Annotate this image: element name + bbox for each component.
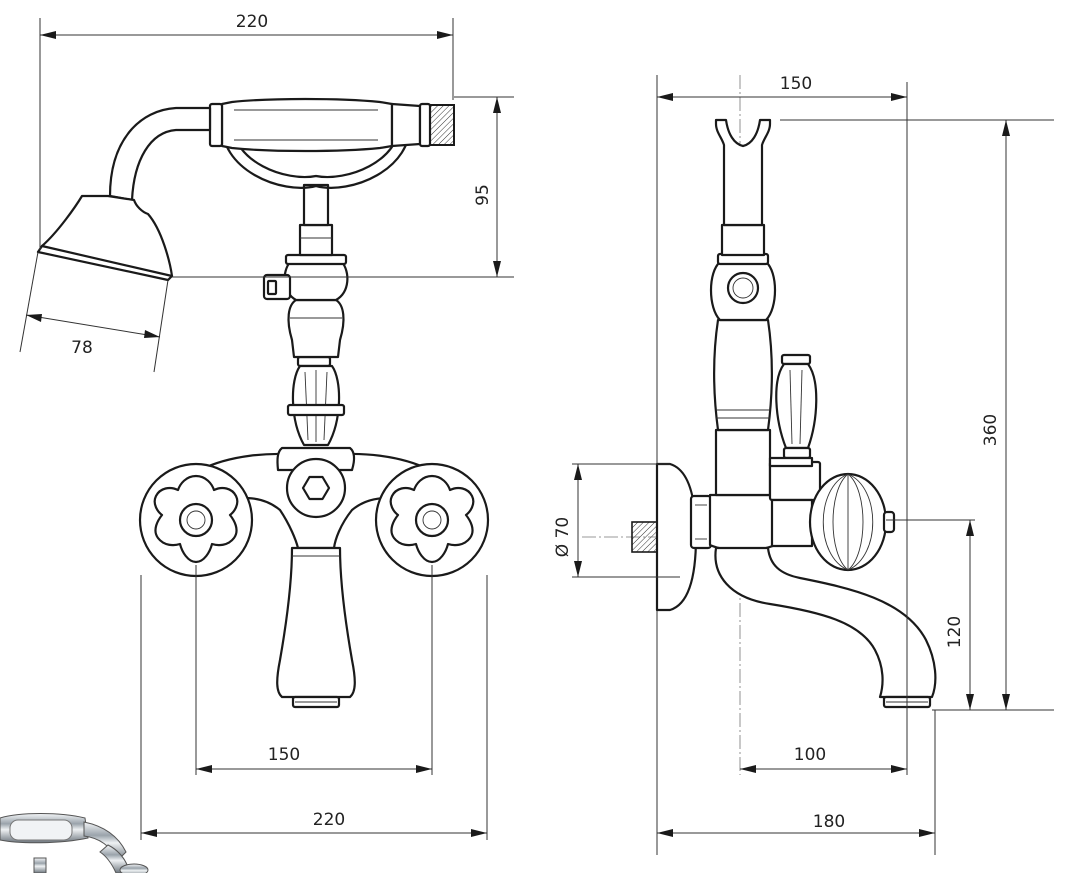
- dimension-front-top-220: 220: [39, 12, 454, 250]
- hand-shower: [36, 97, 455, 282]
- dim-total-height-label: 360: [981, 414, 1001, 446]
- dimension-side-120: 120: [886, 519, 975, 710]
- dimension-side-180: 180: [657, 710, 936, 855]
- diverter-lever: [286, 355, 346, 447]
- dim-total-depth-label: 180: [813, 812, 845, 832]
- dim-shower-head-width-label: 78: [71, 338, 93, 358]
- dimension-side-150: 150: [656, 74, 908, 775]
- shower-cradle: [220, 118, 412, 189]
- chrome-faucet-photo: [0, 813, 149, 873]
- dim-hand-shower-height-label: 95: [473, 184, 493, 206]
- center-nut: [285, 457, 347, 519]
- dimension-front-220-bottom: 220: [140, 575, 488, 840]
- dimension-side-70: Ø 70: [553, 463, 680, 578]
- dimension-side-360: 360: [780, 119, 1054, 711]
- side-spout: [714, 546, 937, 709]
- side-knob: [808, 472, 896, 572]
- front-view: 220 95 78 150: [19, 12, 514, 840]
- dim-spout-height-label: 120: [945, 616, 965, 648]
- dim-spout-reach-label: 100: [794, 745, 826, 765]
- dimension-front-95: 95: [172, 96, 514, 278]
- dimension-side-100: 100: [740, 745, 907, 773]
- dimension-front-150: 150: [195, 565, 433, 775]
- side-body: [708, 428, 822, 552]
- side-shower-holder: [714, 118, 772, 227]
- dim-holder-width-label: 150: [780, 74, 812, 94]
- dim-handle-spacing-label: 150: [268, 745, 300, 765]
- dimension-front-78: 78: [19, 251, 169, 373]
- right-handle: [374, 462, 490, 578]
- wall-escutcheon: [631, 462, 713, 612]
- dim-base-width-label: 220: [313, 810, 345, 830]
- side-view: 150 360 Ø 70 120: [553, 74, 1054, 855]
- side-lever: [768, 353, 818, 468]
- side-column: [710, 223, 776, 432]
- front-spout: [276, 546, 356, 709]
- dim-escutcheon-diameter-label: Ø 70: [553, 517, 573, 557]
- front-column: [262, 183, 349, 359]
- left-handle: [138, 462, 254, 578]
- dim-front-width-label: 220: [236, 12, 268, 32]
